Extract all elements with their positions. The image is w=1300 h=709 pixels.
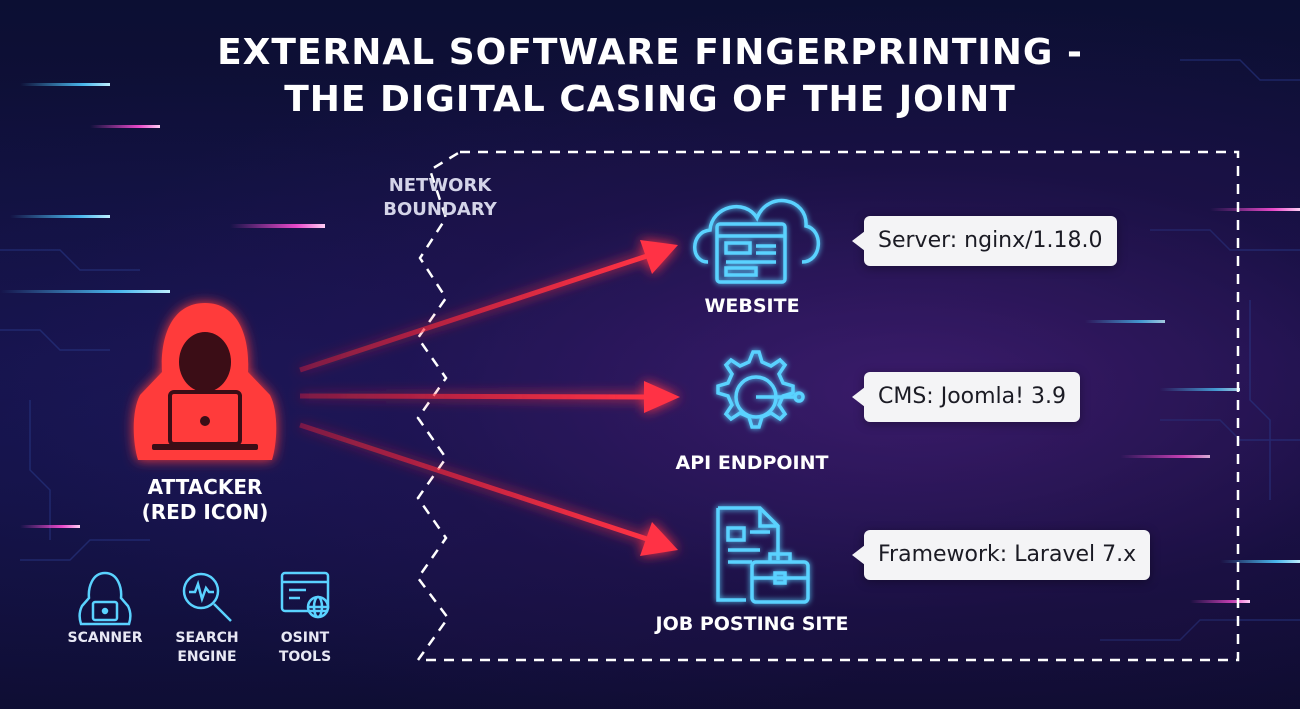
attacker-label-line-2: (RED ICON) bbox=[141, 500, 269, 524]
callout-server: Server: nginx/1.18.0 bbox=[852, 216, 1117, 266]
network-boundary-label: NETWORK BOUNDARY bbox=[365, 174, 515, 222]
hooded-hacker-laptop-icon bbox=[133, 303, 277, 460]
target-label-api-endpoint: API ENDPOINT bbox=[675, 452, 829, 474]
target-label-job-posting-site: JOB POSTING SITE bbox=[655, 613, 849, 635]
arrow-to-api bbox=[299, 393, 651, 400]
tool-label-scanner: SCANNER bbox=[67, 630, 143, 646]
arrow-head-website bbox=[640, 240, 678, 274]
target-label-website: WEBSITE bbox=[704, 295, 800, 317]
boundary-label-line-2: BOUNDARY bbox=[383, 199, 497, 220]
arrow-to-job-site bbox=[299, 422, 651, 543]
light-streaks bbox=[0, 83, 1300, 603]
attacker-label-line-1: ATTACKER bbox=[147, 475, 263, 499]
browser-globe-icon bbox=[280, 571, 330, 619]
tool-label-osint-tools: OSINT TOOLS bbox=[278, 630, 332, 665]
tool-label-search-engine: SEARCH ENGINE bbox=[175, 630, 239, 665]
callout-cms: CMS: Joomla! 3.9 bbox=[852, 372, 1080, 422]
boundary-label-line-1: NETWORK bbox=[388, 175, 492, 196]
hacker-icon bbox=[78, 571, 132, 626]
arrow-head-job-site bbox=[640, 522, 678, 556]
document-briefcase-icon bbox=[716, 506, 810, 604]
attacker-label: ATTACKER (RED ICON) bbox=[120, 475, 290, 525]
gear-circuit-icon bbox=[716, 350, 805, 429]
title-line-1: EXTERNAL SOFTWARE FINGERPRINTING - bbox=[217, 32, 1083, 73]
title-line-2: THE DIGITAL CASING OF THE JOINT bbox=[284, 79, 1016, 120]
arrow-to-website bbox=[299, 252, 651, 373]
attack-arrows bbox=[299, 240, 680, 556]
circuit-traces bbox=[0, 59, 1300, 641]
callout-framework: Framework: Laravel 7.x bbox=[851, 530, 1151, 580]
arrow-head-api bbox=[644, 381, 680, 413]
magnifier-pulse-icon bbox=[182, 572, 232, 622]
cloud-browser-icon bbox=[693, 198, 821, 284]
